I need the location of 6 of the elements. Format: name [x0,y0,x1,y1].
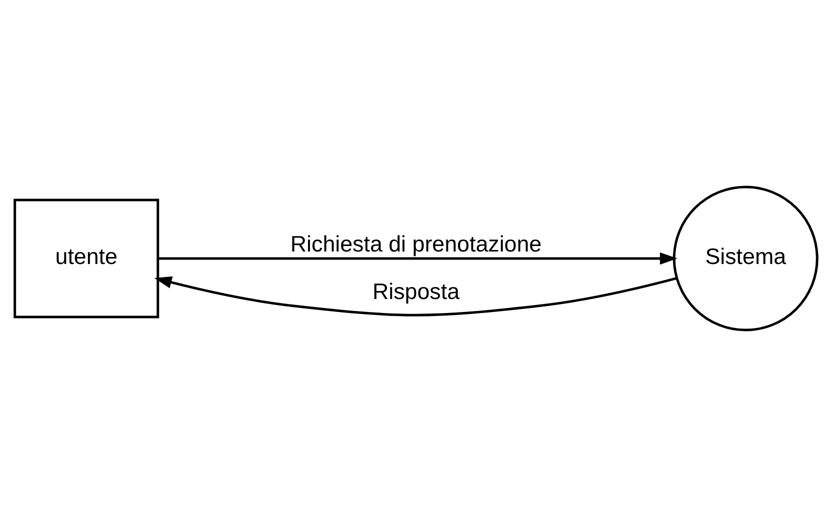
node-box: utente [14,198,160,318]
arrow [154,276,678,316]
edge-label: Richiesta di prenotazione [290,232,542,257]
arrow [158,252,678,265]
edge-label: Risposta [372,278,460,304]
node-circle: Sistema [672,186,818,332]
